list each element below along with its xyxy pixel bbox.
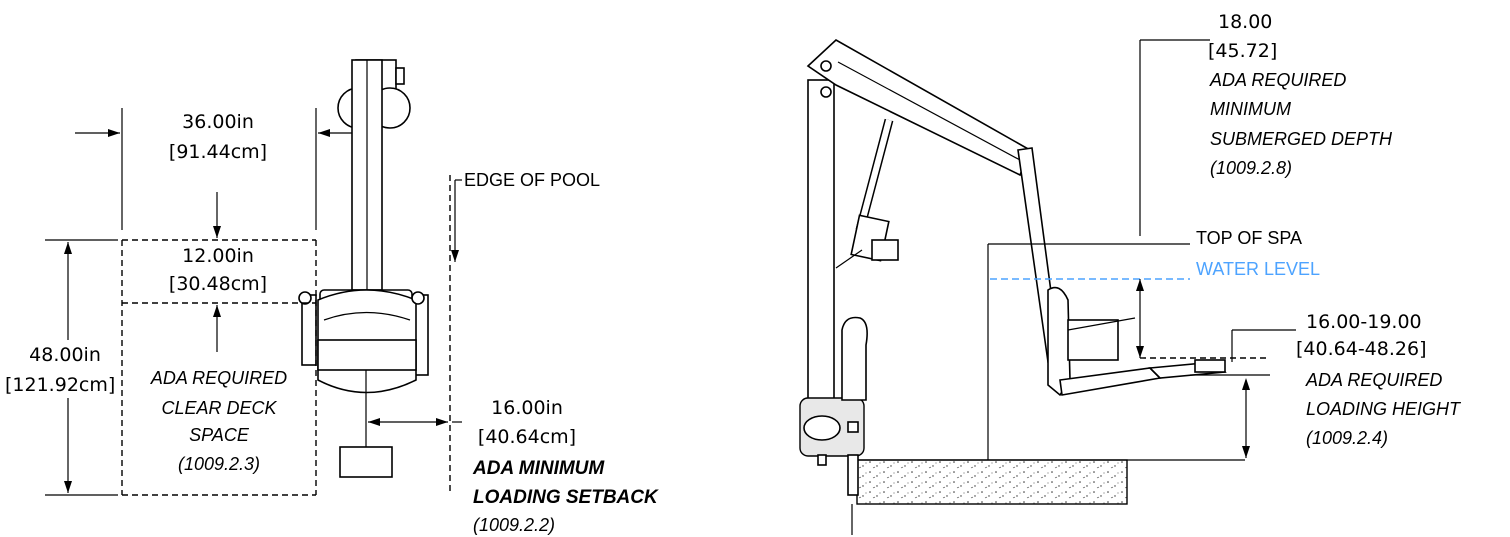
height-note-line1: ADA REQUIRED — [1305, 370, 1442, 390]
clear-deck-space-outline — [121, 239, 317, 496]
clear-deck-note-line1: ADA REQUIRED — [150, 368, 287, 388]
clear-deck-note-line2: CLEAR DECK — [161, 398, 277, 418]
left-plan-view: 36.00in [91.44cm] 12.00in [30.48cm] 48.0… — [5, 59, 659, 535]
setback-dimension — [368, 418, 462, 426]
setback-note-line2: LOADING SETBACK — [473, 487, 659, 508]
depth-note-line1: ADA REQUIRED — [1209, 70, 1346, 90]
clear-deck-note-line4: (1009.2.3) — [178, 454, 260, 474]
loading-height-cm: [40.64-48.26] — [1296, 338, 1427, 360]
width-dim-cm: [91.44cm] — [169, 141, 267, 163]
edge-of-pool-line — [449, 175, 462, 495]
setback-dim-inches: 16.00in — [491, 397, 563, 419]
offset-dim-cm: [30.48cm] — [169, 273, 267, 295]
water-level-label: WATER LEVEL — [1196, 259, 1320, 279]
submerged-depth-cm: [45.72] — [1208, 40, 1277, 62]
width-dimension — [75, 108, 352, 230]
depth-note-line4: (1009.2.8) — [1210, 158, 1292, 178]
clear-deck-note-line3: SPACE — [189, 425, 250, 445]
depth-note-line2: MINIMUM — [1210, 99, 1291, 119]
submerged-depth-inches: 18.00 — [1218, 11, 1272, 33]
lift-top-view-graphic — [298, 59, 429, 478]
loading-height-dimension — [1190, 329, 1296, 458]
offset-dimension — [213, 192, 221, 352]
lift-side-view-graphic — [799, 39, 1227, 496]
width-dim-inches: 36.00in — [182, 111, 254, 133]
top-of-spa-label: TOP OF SPA — [1196, 228, 1302, 248]
loading-height-inches: 16.00-19.00 — [1306, 311, 1422, 333]
offset-dim-inches: 12.00in — [182, 245, 254, 267]
edge-of-pool-label: EDGE OF POOL — [464, 170, 600, 190]
height-note-line3: (1009.2.4) — [1306, 428, 1388, 448]
setback-note-line1: ADA MINIMUM — [472, 458, 605, 479]
height-note-line2: LOADING HEIGHT — [1306, 399, 1462, 419]
depth-dim-inches: 48.00in — [29, 344, 101, 366]
depth-dim-cm: [121.92cm] — [5, 374, 115, 396]
concrete-deck — [856, 459, 1128, 505]
depth-note-line3: SUBMERGED DEPTH — [1210, 129, 1393, 149]
setback-dim-cm: [40.64cm] — [478, 426, 576, 448]
setback-note-line3: (1009.2.2) — [473, 515, 555, 535]
right-elevation-view: TOP OF SPA WATER LEVEL 18.00 [45.72] ADA… — [799, 11, 1462, 535]
top-of-spa-line — [987, 243, 1190, 460]
submerged-depth-dimension — [1136, 39, 1270, 359]
depth-dimension — [45, 239, 118, 496]
